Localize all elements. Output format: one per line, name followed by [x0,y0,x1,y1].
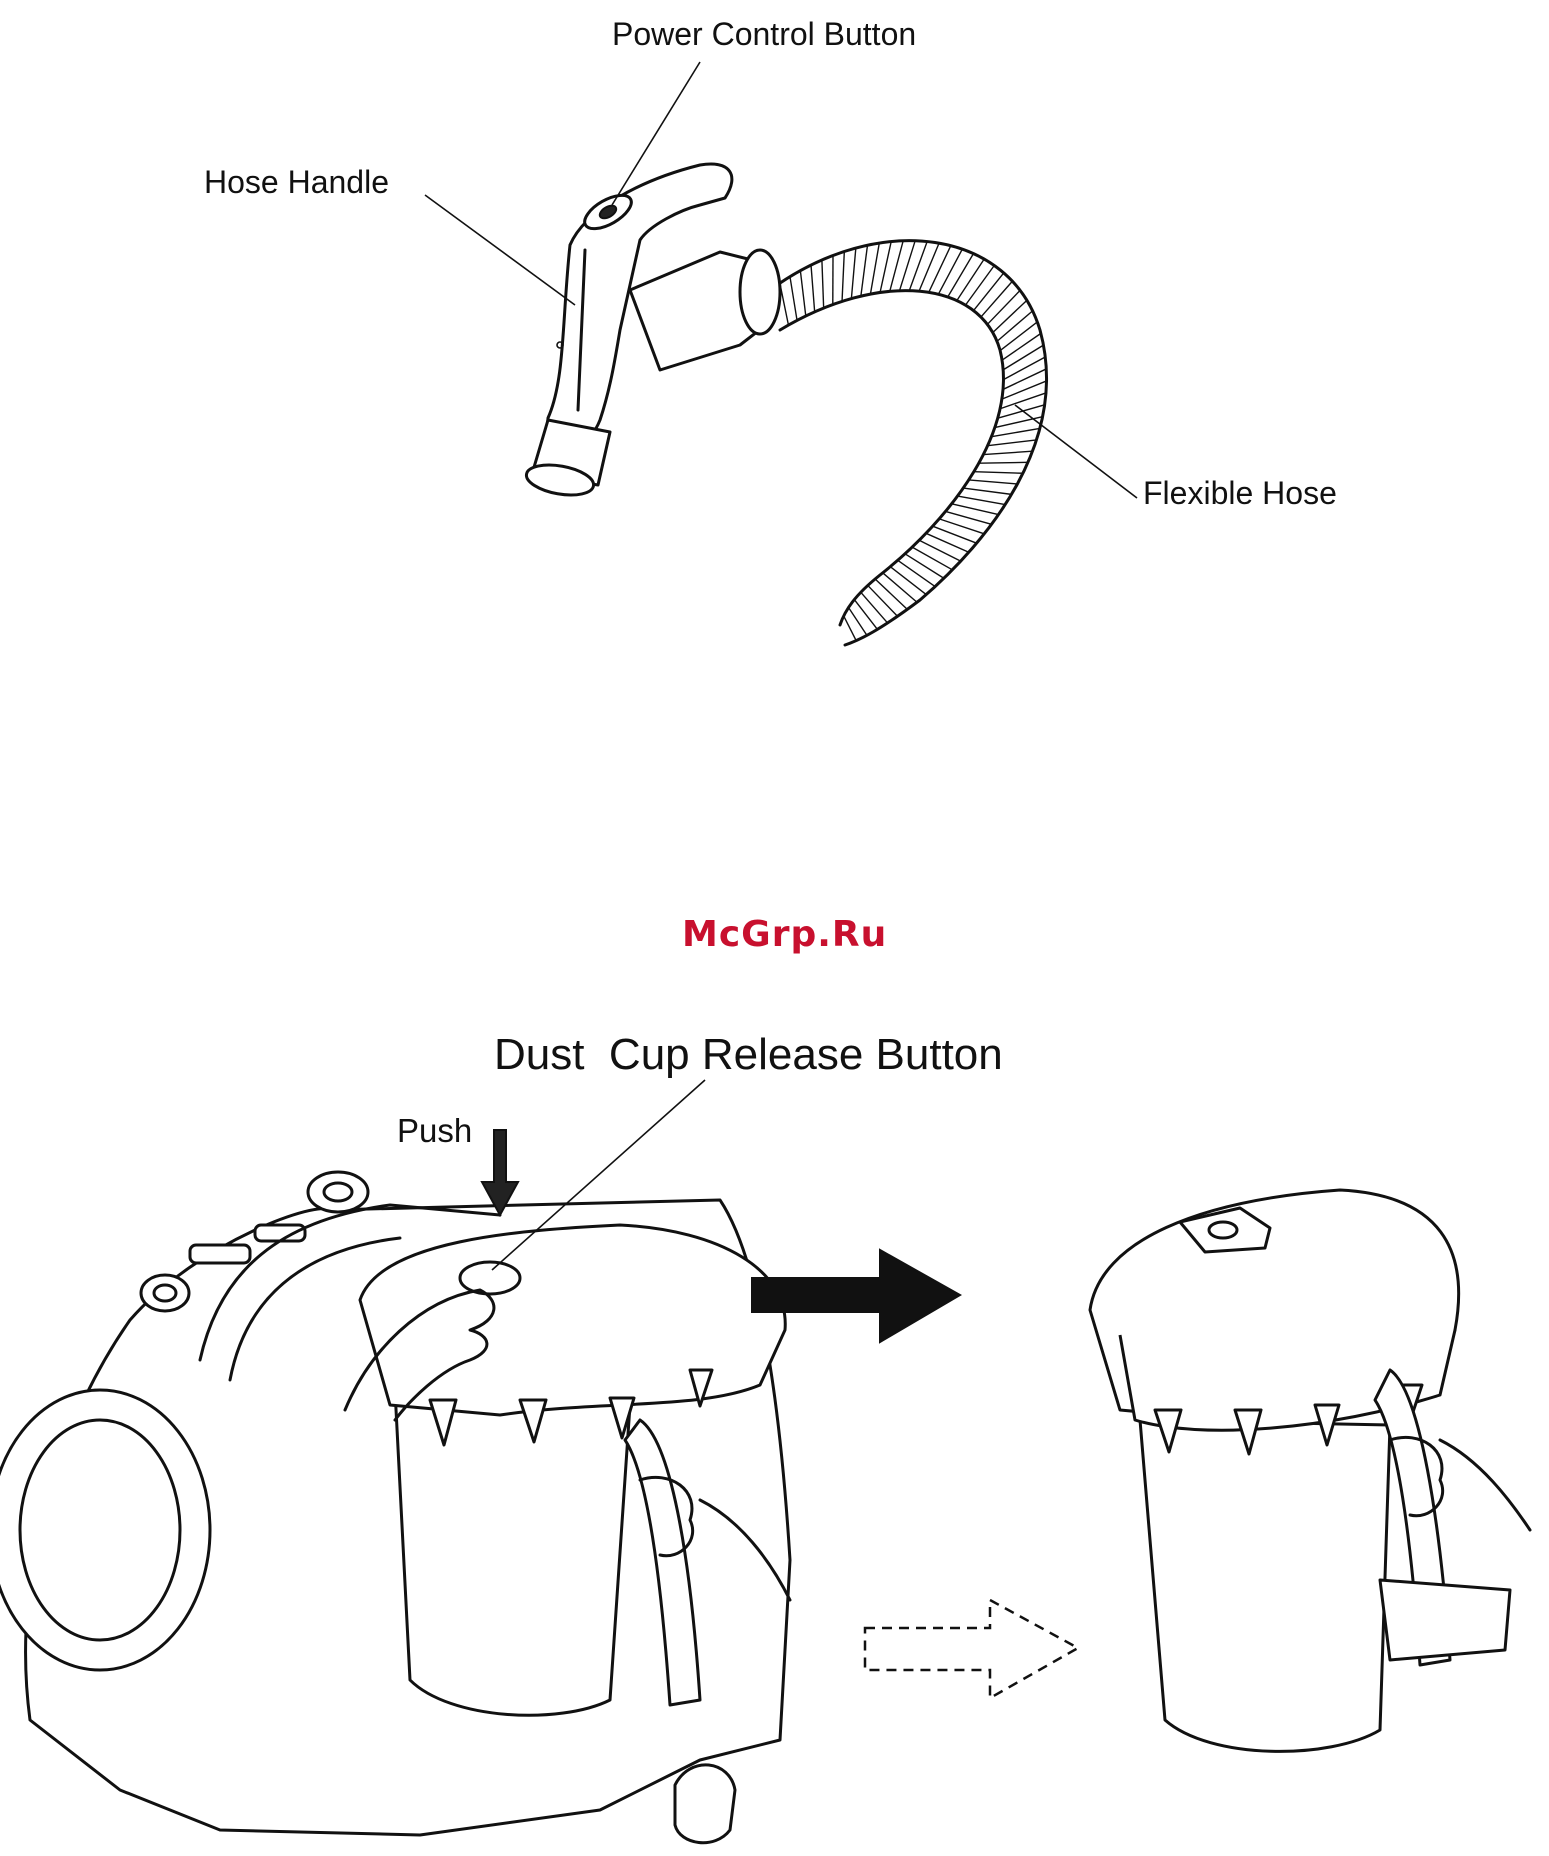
leader-handle [425,195,575,305]
hose-rib [974,472,1023,474]
vacuum-cleaner-illustration [0,1080,790,1843]
push-arrow [482,1130,518,1215]
hose-rib [905,554,944,578]
hose-rib [946,511,992,524]
dashed-arrow [865,1600,1078,1698]
label-power-control-button: Power Control Button [612,16,916,53]
hose-rib [991,428,1039,436]
hose-rib [883,573,917,602]
hose-rib [890,567,926,595]
hose-rib [800,271,805,316]
hose-rib [861,592,888,623]
label-push: Push [397,1112,472,1150]
hose-rib [1000,322,1037,351]
hose-rib [952,504,999,515]
hose-rib [875,579,907,609]
hose-rib [938,249,962,294]
hose-rib [983,451,1032,454]
hose-rib [979,462,1028,463]
hose-rib [948,254,974,297]
label-dust-cup-release-button: Dust Cup Release Button [494,1030,1003,1080]
hose-rib [957,259,984,301]
hose-rib [861,245,868,296]
hose-rib [842,251,844,301]
hose-rib [919,243,939,291]
hose-rib [993,300,1027,332]
hose-rib [868,585,898,616]
hose-rib [919,540,961,561]
dust-cup-release-button [460,1262,520,1294]
hose-rib [1003,357,1045,380]
hose-rib [963,488,1011,494]
label-hose-handle: Hose Handle [204,164,389,201]
detached-dust-cup-illustration [1090,1190,1530,1751]
hose-rib [1003,369,1046,390]
hose-rib [981,281,1012,317]
hose-rib [870,243,879,294]
hose-rib [854,600,877,630]
flexible-hose [770,241,1046,645]
hose-rib [1002,381,1047,399]
hose-rib [844,616,856,641]
hose-rib [912,547,952,570]
hose-rib [811,265,815,312]
hose-rib [974,273,1004,311]
hose-rib [997,311,1033,341]
hose-rib [969,480,1018,484]
hose-rib [790,277,797,321]
hose-rib [929,246,951,293]
hose-rib [926,533,969,552]
wheel [0,1390,210,1670]
hose-rib [995,417,1043,428]
watermark: McGrp.Ru [682,914,887,955]
hose-rib [987,290,1020,324]
hose-rib [988,440,1037,446]
hose-rib [1003,345,1043,370]
hose-rib [822,260,824,308]
hose-rib [958,496,1006,505]
hose-rib [965,266,994,306]
hose-rib [880,242,891,293]
label-flexible-hose: Flexible Hose [1143,475,1337,512]
hose-rib [851,248,855,299]
hose-handle-illustration [425,62,1137,645]
hose-rib [1002,333,1041,360]
hose-rib [898,560,935,586]
